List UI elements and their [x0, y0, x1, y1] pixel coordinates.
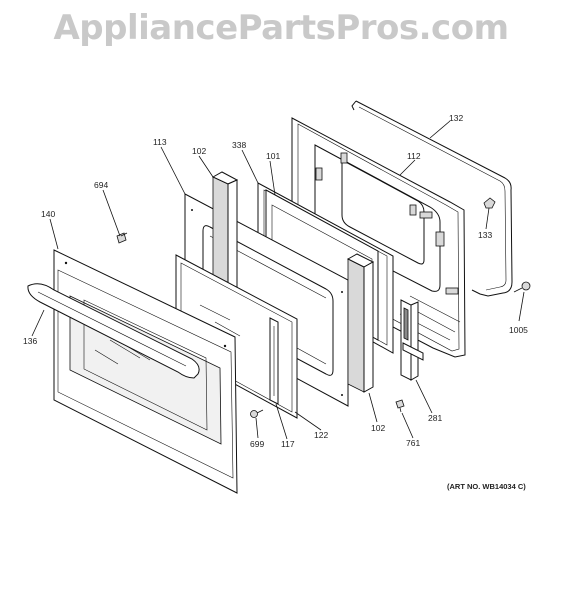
screw-699 [250, 409, 264, 418]
callout-699: 699 [250, 439, 264, 449]
callout-117: 117 [281, 439, 295, 449]
art-number: (ART NO. WB14034 C) [447, 482, 526, 491]
hinge-bracket-117 [269, 317, 279, 405]
screw-133 [483, 197, 496, 230]
callout-694: 694 [94, 180, 108, 190]
callout-1005: 1005 [509, 325, 528, 335]
screw-694 [116, 232, 128, 244]
screw-761 [395, 399, 405, 413]
callout-102-bottom: 102 [371, 423, 385, 433]
callout-140: 140 [41, 209, 55, 219]
insulation-102-right [346, 253, 375, 393]
callout-136: 136 [23, 336, 37, 346]
callout-281: 281 [428, 413, 442, 423]
callout-133: 133 [478, 230, 492, 240]
callout-102-top: 102 [192, 146, 206, 156]
callout-122: 122 [314, 430, 328, 440]
screw-1005 [513, 281, 531, 322]
callout-761: 761 [406, 438, 420, 448]
callout-113: 113 [153, 137, 167, 147]
callout-112: 112 [407, 151, 421, 161]
callout-132: 132 [449, 113, 463, 123]
callout-338: 338 [232, 140, 246, 150]
inner-door-frame-112 [291, 117, 466, 358]
hinge-281 [400, 299, 424, 381]
leader-lines [31, 120, 451, 440]
door-handle-136 [27, 283, 200, 379]
watermark-logo: AppliancePartsPros.com [53, 8, 509, 48]
callout-101: 101 [266, 151, 280, 161]
